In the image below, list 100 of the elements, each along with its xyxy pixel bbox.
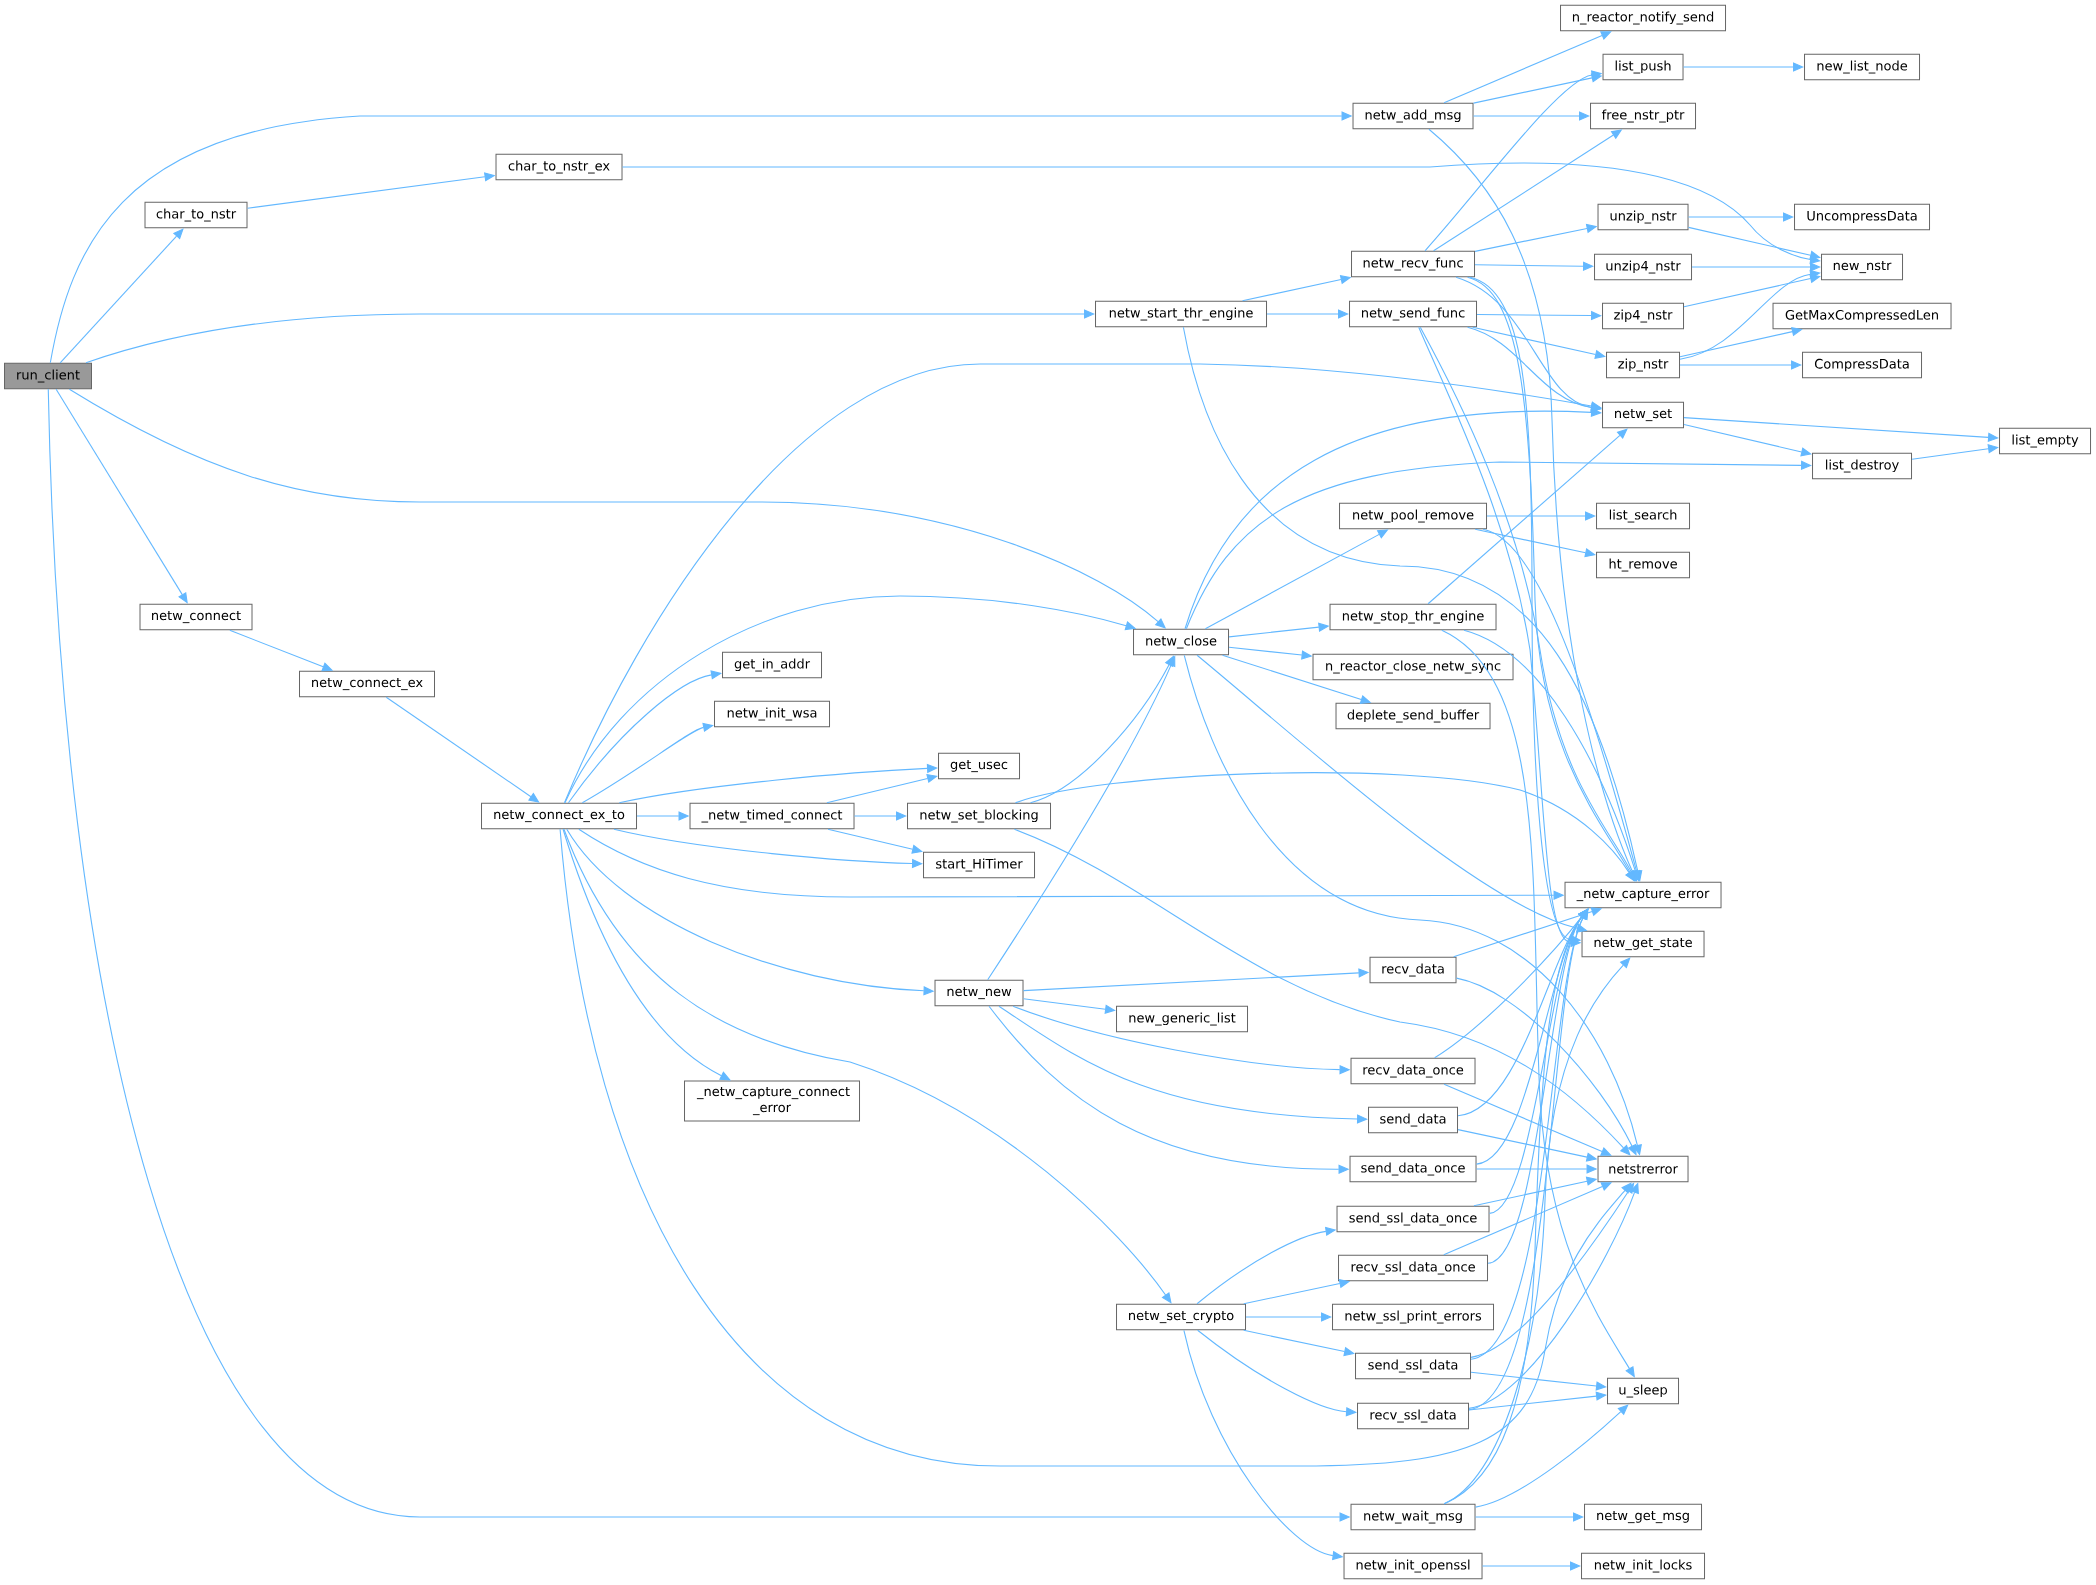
arrow bbox=[826, 773, 938, 804]
arrow bbox=[1476, 310, 1602, 321]
function-box: _netw_timed_connect bbox=[689, 802, 855, 830]
arrow bbox=[1013, 828, 1631, 1156]
arrow bbox=[1443, 31, 1612, 104]
arrow bbox=[1470, 1371, 1607, 1391]
function-box: netstrerror bbox=[1597, 1155, 1689, 1183]
arrow bbox=[567, 670, 722, 804]
arrow bbox=[1691, 262, 1821, 272]
arrow bbox=[998, 1005, 1368, 1124]
function-box: list_destroy bbox=[1812, 452, 1913, 480]
function-box: netw_new bbox=[934, 979, 1024, 1007]
function-box: zip_nstr bbox=[1606, 351, 1681, 379]
arrow bbox=[562, 828, 731, 1081]
function-box: netw_set_blocking bbox=[907, 802, 1051, 830]
arrow bbox=[1473, 111, 1590, 121]
function-box: n_reactor_close_netw_sync bbox=[1312, 653, 1514, 681]
arrow bbox=[1486, 511, 1596, 521]
arrow bbox=[1441, 629, 1635, 1378]
arrow bbox=[563, 363, 1602, 804]
function-box: recv_data_once bbox=[1350, 1057, 1476, 1085]
arrow bbox=[581, 722, 714, 804]
function-box: UncompressData bbox=[1794, 203, 1931, 231]
function-box: _netw_capture_connect _error bbox=[684, 1080, 860, 1122]
arrow bbox=[1443, 957, 1631, 1505]
function-box: netw_add_msg bbox=[1352, 102, 1474, 130]
function-box: new_list_node bbox=[1804, 53, 1921, 81]
function-box: GetMaxCompressedLen bbox=[1772, 302, 1952, 330]
function-box: get_usec bbox=[938, 752, 1020, 780]
arrow bbox=[1474, 261, 1594, 271]
arrow bbox=[1679, 360, 1802, 370]
function-box: char_to_nstr_ex bbox=[495, 153, 623, 181]
function-box: netw_connect_ex_to bbox=[481, 802, 637, 830]
function-box: list_push bbox=[1602, 53, 1684, 81]
arrow bbox=[1185, 460, 1812, 630]
arrow bbox=[1474, 528, 1596, 558]
function-box: char_to_nstr bbox=[144, 201, 248, 229]
function-box: _netw_capture_error bbox=[1564, 881, 1722, 909]
arrow bbox=[1443, 1083, 1612, 1156]
function-box: recv_data bbox=[1369, 956, 1457, 984]
function-box: start_HiTimer bbox=[923, 851, 1035, 879]
arrow bbox=[1266, 309, 1349, 319]
arrow bbox=[1419, 326, 1637, 882]
function-box: netw_set bbox=[1602, 401, 1685, 429]
function-box: free_nstr_ptr bbox=[1590, 102, 1697, 130]
arrow bbox=[85, 309, 1095, 364]
function-box: list_search bbox=[1596, 502, 1691, 530]
function-box: ht_remove bbox=[1596, 551, 1691, 579]
arrow bbox=[827, 828, 923, 854]
function-box: list_empty bbox=[1999, 427, 2092, 455]
arrow bbox=[1679, 269, 1821, 360]
function-box: new_generic_list bbox=[1116, 1005, 1248, 1033]
arrow bbox=[1245, 1312, 1332, 1322]
function-box: u_sleep bbox=[1607, 1377, 1680, 1405]
function-box: netw_init_locks bbox=[1581, 1552, 1706, 1580]
function-box: netw_start_thr_engine bbox=[1095, 300, 1267, 328]
function-box: netw_stop_thr_engine bbox=[1329, 603, 1497, 631]
function-box: unzip_nstr bbox=[1597, 203, 1689, 231]
arrow bbox=[1687, 212, 1794, 222]
function-box: CompressData bbox=[1802, 351, 1923, 379]
function-box: deplete_send_buffer bbox=[1335, 702, 1491, 730]
arrow bbox=[618, 763, 938, 804]
function-box: unzip4_nstr bbox=[1594, 253, 1693, 281]
arrow bbox=[1683, 424, 1812, 457]
function-box: new_nstr bbox=[1821, 253, 1904, 281]
function-box: netw_recv_func bbox=[1351, 250, 1475, 278]
function-box: netw_send_func bbox=[1349, 300, 1477, 328]
arrow bbox=[1481, 1561, 1581, 1571]
function-box: netw_ssl_print_errors bbox=[1332, 1303, 1494, 1331]
function-box: n_reactor_notify_send bbox=[1560, 4, 1727, 32]
arrow bbox=[55, 388, 188, 604]
function-box: send_data bbox=[1368, 1106, 1458, 1134]
arrow bbox=[1022, 998, 1116, 1014]
function-box: netw_get_msg bbox=[1584, 1503, 1703, 1531]
arrow bbox=[1197, 1329, 1357, 1417]
function-box: send_ssl_data_once bbox=[1336, 1205, 1490, 1233]
arrow bbox=[1474, 1404, 1629, 1508]
arrow bbox=[1474, 1512, 1584, 1522]
arrow bbox=[563, 828, 1172, 1304]
arrow bbox=[1467, 276, 1636, 882]
function-box: netw_set_crypto bbox=[1116, 1303, 1246, 1331]
function-box: netw_wait_msg bbox=[1350, 1503, 1476, 1531]
arrow bbox=[1683, 62, 1804, 72]
arrow bbox=[385, 696, 540, 803]
function-box: netw_init_openssl bbox=[1343, 1552, 1483, 1580]
arrow bbox=[1683, 273, 1821, 308]
arrow bbox=[59, 228, 184, 364]
function-box: netw_get_state bbox=[1581, 930, 1705, 958]
function-box: send_data_once bbox=[1349, 1155, 1477, 1183]
function-box: netw_pool_remove bbox=[1339, 502, 1488, 530]
function-box: send_ssl_data bbox=[1355, 1352, 1471, 1380]
function-box: recv_ssl_data_once bbox=[1338, 1254, 1488, 1282]
function-box: netw_close bbox=[1133, 628, 1229, 656]
highlighted-box: run_client bbox=[4, 362, 92, 390]
function-box: netw_init_wsa bbox=[714, 700, 830, 728]
arrow bbox=[1184, 407, 1602, 630]
arrow bbox=[1687, 226, 1821, 260]
arrow bbox=[1014, 772, 1635, 882]
function-box: get_in_addr bbox=[722, 651, 822, 679]
arrow bbox=[1911, 444, 1999, 460]
